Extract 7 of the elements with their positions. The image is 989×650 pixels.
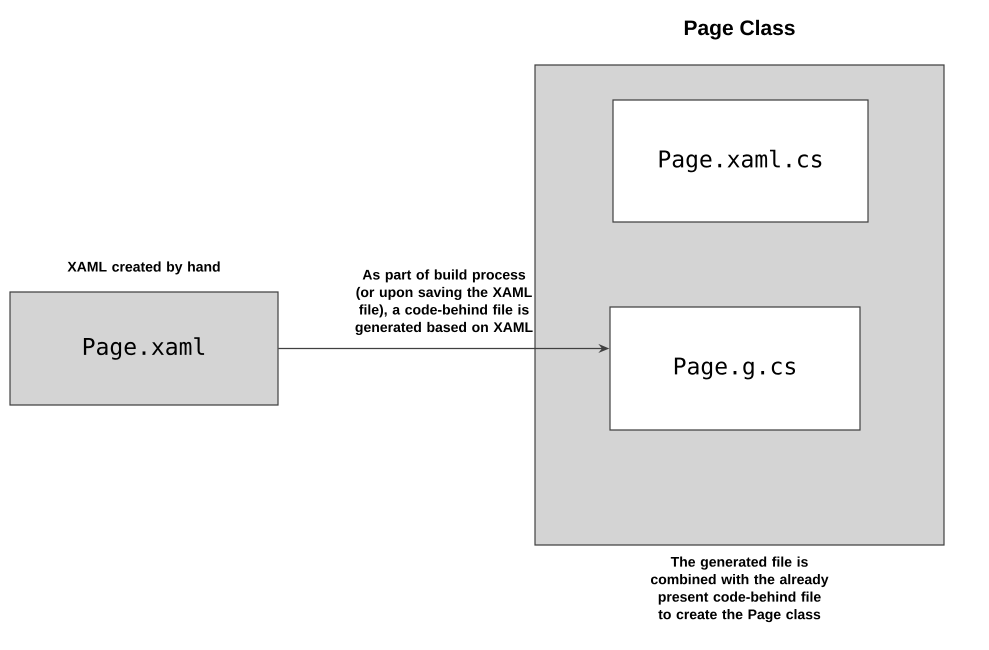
file-box: Page.xaml.cs xyxy=(612,99,869,223)
node-label: XAML created by hand xyxy=(68,261,220,274)
file-box: Page.xaml xyxy=(9,291,279,406)
file-box: Page.g.cs xyxy=(609,306,861,431)
node-label: The generated file is combined with the already present code-behind file to create the Page class xyxy=(650,556,828,622)
edge-label: As part of build process (or upon saving the XAML file), a code-behind file is generated based on XAML xyxy=(356,269,533,335)
box-heading: Page Class xyxy=(684,20,795,40)
